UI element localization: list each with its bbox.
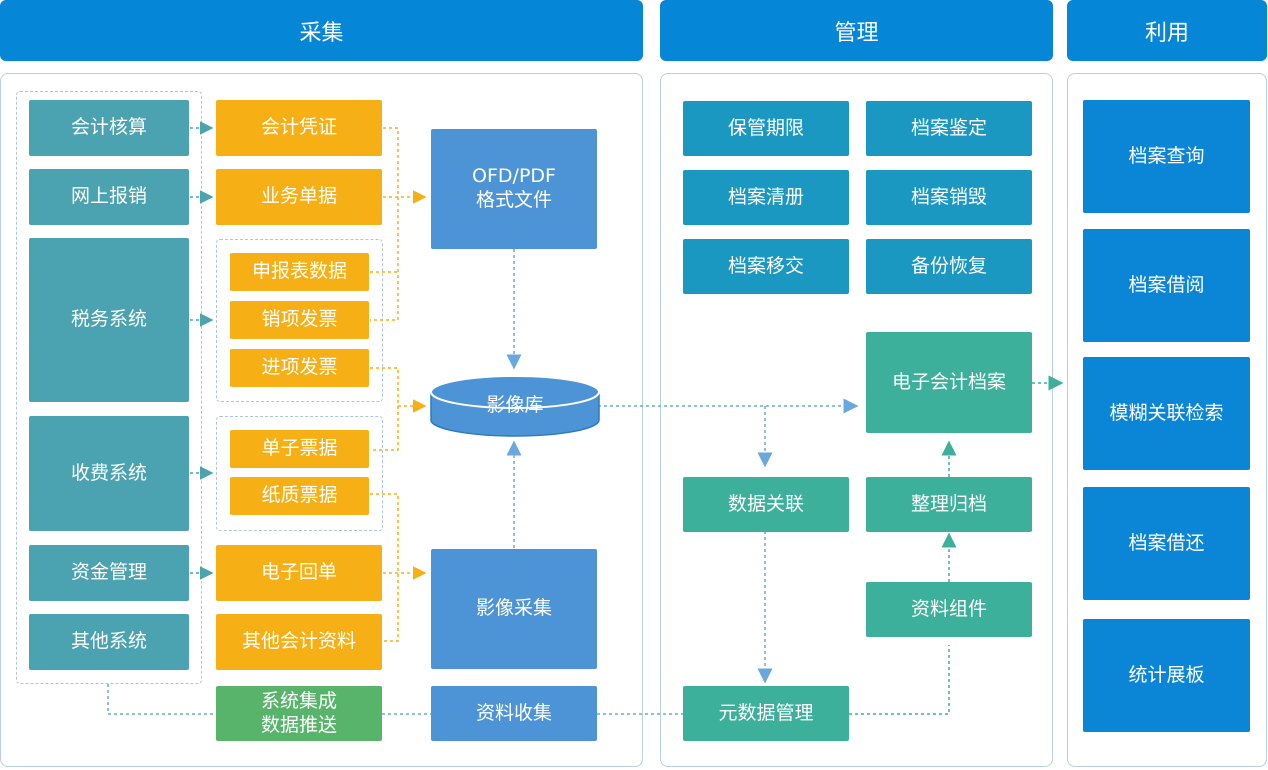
ofd-line2: 格式文件 <box>475 189 552 211</box>
source-tax-system: 税务系统 <box>29 238 189 402</box>
ofd-pdf-files: OFD/PDF 格式文件 <box>431 129 597 249</box>
image-library-cylinder <box>430 375 600 437</box>
archive-query: 档案查询 <box>1083 100 1250 213</box>
doc-sales-invoice: 销项发票 <box>230 301 369 339</box>
archive-transfer: 档案移交 <box>683 239 849 294</box>
system-integration: 系统集成 数据推送 <box>216 686 382 741</box>
integration-line1: 系统集成 <box>260 689 337 712</box>
source-fee-system: 收费系统 <box>29 416 189 531</box>
doc-electronic-receipt: 电子回单 <box>216 545 382 601</box>
e-accounting-archive: 电子会计档案 <box>866 332 1032 433</box>
doc-business-document: 业务单据 <box>216 169 382 225</box>
integration-line2: 数据推送 <box>260 713 337 736</box>
header-collect: 采集 <box>0 0 643 61</box>
source-fund-management: 资金管理 <box>29 545 189 601</box>
header-manage: 管理 <box>660 0 1053 61</box>
sources-group <box>16 91 202 684</box>
data-components: 资料组件 <box>866 582 1032 637</box>
source-other-systems: 其他系统 <box>29 614 189 670</box>
archive-borrowing: 档案借阅 <box>1083 229 1250 342</box>
source-accounting: 会计核算 <box>29 100 189 156</box>
data-link: 数据关联 <box>683 477 849 532</box>
header-use: 利用 <box>1067 0 1267 61</box>
doc-paper-receipt: 纸质票据 <box>230 477 369 515</box>
source-online-reimbursement: 网上报销 <box>29 169 189 225</box>
retention-period: 保管期限 <box>683 101 849 156</box>
metadata-management: 元数据管理 <box>683 686 849 741</box>
backup-restore: 备份恢复 <box>866 239 1032 294</box>
image-capture: 影像采集 <box>431 549 597 669</box>
doc-purchase-invoice: 进项发票 <box>230 349 369 387</box>
image-library-label: 影像库 <box>486 393 544 416</box>
fee-docs-group <box>216 416 383 531</box>
doc-declaration-data: 申报表数据 <box>230 253 369 291</box>
archive-destruction: 档案销毁 <box>866 170 1032 225</box>
organize-archive: 整理归档 <box>866 477 1032 532</box>
archive-appraisal: 档案鉴定 <box>866 101 1032 156</box>
doc-other-materials: 其他会计资料 <box>216 614 382 670</box>
archive-inventory: 档案清册 <box>683 170 849 225</box>
doc-single-receipt: 单子票据 <box>230 430 369 468</box>
ofd-line1: OFD/PDF <box>472 165 556 188</box>
doc-accounting-voucher: 会计凭证 <box>216 100 382 156</box>
fuzzy-search: 模糊关联检索 <box>1083 357 1250 470</box>
archive-return: 档案借还 <box>1083 487 1250 600</box>
statistics-board: 统计展板 <box>1083 619 1250 732</box>
data-collect: 资料收集 <box>431 686 597 741</box>
